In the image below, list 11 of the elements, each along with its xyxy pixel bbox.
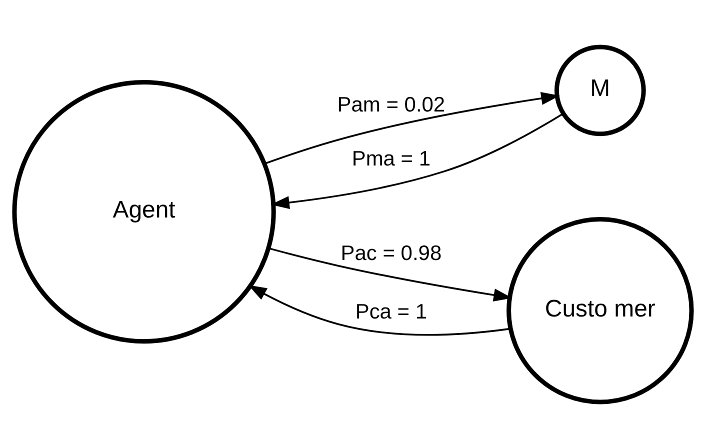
node-circle: Agent — [12, 79, 276, 344]
node-circle: M — [554, 44, 646, 136]
arrow — [268, 246, 512, 302]
edge-label: Pac = 0.98 — [340, 242, 442, 264]
arrow — [248, 284, 510, 336]
edge-label: Pma = 1 — [352, 147, 431, 170]
edge-label: Pca = 1 — [355, 300, 428, 323]
node-circle: Custo mer — [506, 216, 694, 404]
arrow — [264, 92, 560, 164]
arrow — [270, 112, 564, 209]
edge-label: Pam = 0.02 — [337, 93, 446, 116]
